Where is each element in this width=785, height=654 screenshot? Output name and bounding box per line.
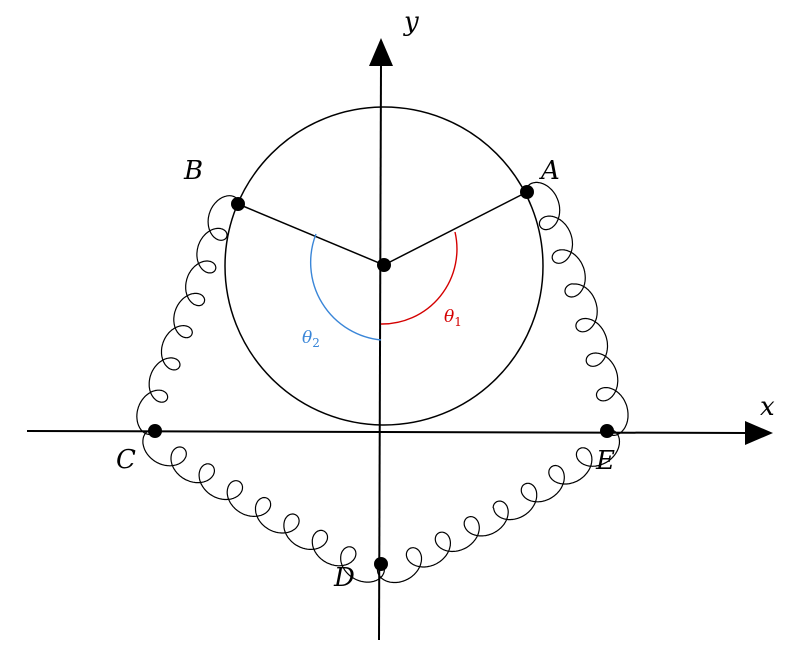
theta2-arc <box>309 233 382 341</box>
x-axis-label: x <box>760 392 775 422</box>
point-c-label: C <box>116 445 136 475</box>
point-e-label: E <box>595 446 615 476</box>
theta2-label: θ2 <box>302 328 320 350</box>
point-b-label: B <box>183 156 203 186</box>
y-axis-label: y <box>403 7 419 37</box>
spring-c-d <box>142 429 385 583</box>
point-d-label: D <box>333 563 355 593</box>
theta1-subscript: 1 <box>454 315 462 329</box>
point-a-dot <box>520 185 534 199</box>
y-axis-line <box>378 63 382 641</box>
theta2-symbol: θ <box>302 328 312 348</box>
point-d-dot <box>374 557 388 571</box>
theta1-arc <box>380 231 458 325</box>
point-a-label: A <box>539 156 560 186</box>
theta2-subscript: 2 <box>312 336 320 350</box>
radius-to-b <box>237 203 385 266</box>
radius-to-a <box>383 191 528 266</box>
x-axis-arrowhead <box>745 421 773 445</box>
point-c-dot <box>148 424 162 438</box>
spring-b-c <box>136 195 239 435</box>
point-b-dot <box>231 197 245 211</box>
spring-a-e <box>526 181 629 436</box>
center-point <box>377 258 391 272</box>
point-e-dot <box>600 424 614 438</box>
y-axis-arrowhead <box>369 38 393 66</box>
theta1-symbol: θ <box>444 307 454 327</box>
spring-d-e <box>376 429 621 584</box>
theta1-label: θ1 <box>444 307 462 329</box>
circle <box>224 106 544 426</box>
x-axis-line <box>26 430 749 434</box>
